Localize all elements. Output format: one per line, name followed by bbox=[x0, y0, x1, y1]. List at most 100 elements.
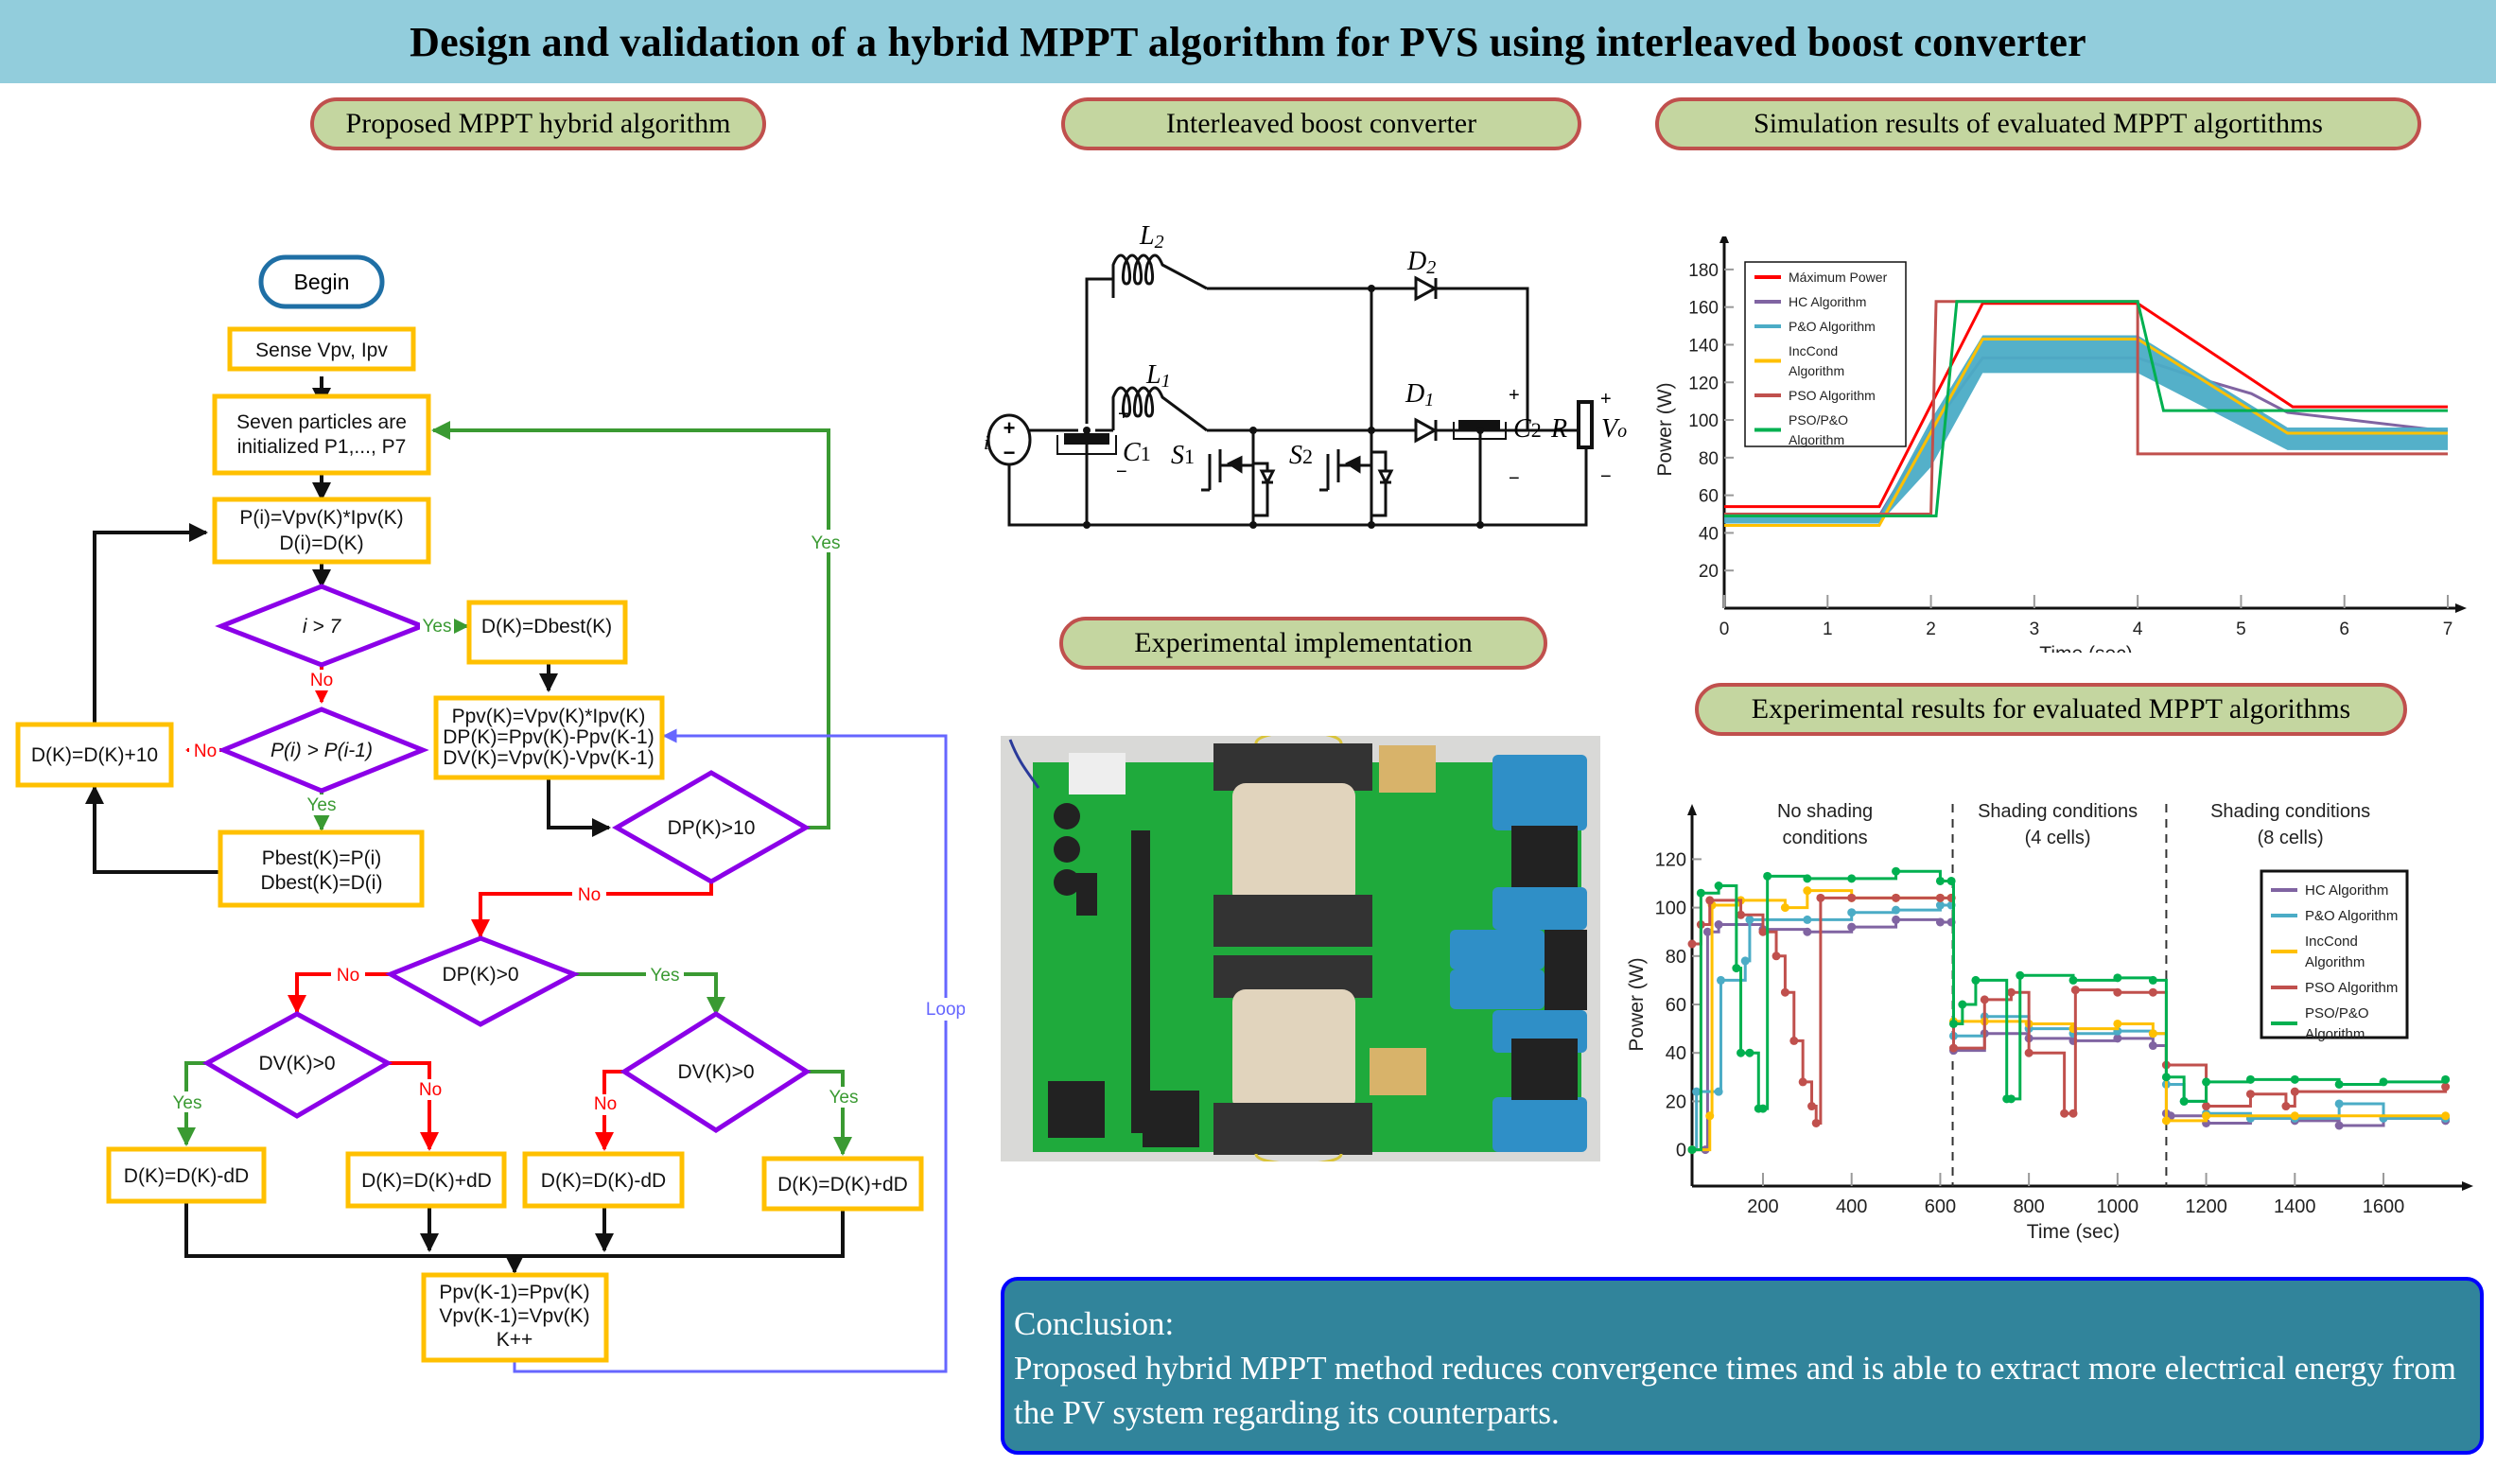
decision-p bbox=[217, 707, 429, 794]
series-line-pso-p-o-algorithm bbox=[1724, 300, 2448, 518]
data-point bbox=[1789, 1036, 1799, 1045]
data-point bbox=[1892, 866, 1901, 876]
region-annotation: (8 cells) bbox=[2258, 828, 2324, 848]
pcb-illustration bbox=[1001, 736, 1600, 1161]
decision-dp10 bbox=[611, 770, 812, 884]
y-tick-label: 120 bbox=[1688, 374, 1719, 393]
legend-label: HC Algorithm bbox=[2305, 882, 2388, 899]
x-tick-label: 1000 bbox=[2097, 1196, 2139, 1217]
section-label-experimental: Experimental results for evaluated MPPT … bbox=[1695, 683, 2407, 736]
legend-label: PSO Algorithm bbox=[2305, 980, 2398, 996]
data-point bbox=[1732, 964, 1741, 973]
data-point bbox=[2161, 1073, 2171, 1082]
data-point bbox=[1758, 1104, 1768, 1113]
calc-label-1: P(i)=Vpv(K)*Ipv(K) bbox=[239, 507, 403, 529]
inductor-L1 bbox=[1111, 386, 1208, 432]
data-point bbox=[1811, 1118, 1821, 1127]
decision-dv-left-label: DV(K)>0 bbox=[258, 1053, 335, 1074]
data-point bbox=[1935, 917, 1945, 927]
data-point bbox=[1758, 927, 1768, 936]
section-label-flowchart: Proposed MPPT hybrid algorithm bbox=[310, 97, 766, 150]
box-b bbox=[345, 1151, 507, 1209]
update-label-1: Ppv(K-1)=Ppv(K) bbox=[439, 1282, 589, 1303]
region-annotation: (4 cells) bbox=[2025, 828, 2091, 848]
inductor-L2 bbox=[1111, 253, 1208, 298]
data-point bbox=[1745, 1048, 1754, 1057]
decision-i-label: i > 7 bbox=[303, 616, 342, 637]
data-point bbox=[1946, 876, 1956, 885]
x-axis-label: Time (sec) bbox=[2039, 643, 2132, 653]
yes-label-dp10: Yes bbox=[812, 533, 841, 553]
conclusion-body: Proposed hybrid MPPT method reduces conv… bbox=[1014, 1350, 2456, 1431]
merge-line bbox=[184, 1201, 845, 1258]
decision-dv-right bbox=[620, 1011, 812, 1133]
data-point bbox=[1816, 893, 1825, 902]
data-point bbox=[2441, 1082, 2451, 1091]
y-tick-label: 100 bbox=[1688, 411, 1719, 431]
yes-label-i: Yes bbox=[423, 617, 452, 637]
data-point bbox=[2202, 1111, 2211, 1121]
data-point bbox=[1892, 893, 1901, 902]
data-point bbox=[1772, 952, 1781, 961]
svg-text:+: + bbox=[1600, 389, 1612, 410]
box-b-label: D(K)=D(K)+dD bbox=[361, 1170, 492, 1192]
x-tick-label: 600 bbox=[1925, 1196, 1956, 1217]
section-label-converter: Interleaved boost converter bbox=[1061, 97, 1581, 150]
switch-S1-icon bbox=[1201, 430, 1276, 525]
data-point bbox=[1716, 975, 1725, 985]
data-point bbox=[1892, 905, 1901, 915]
series-pso-p-o-algorithm bbox=[1687, 866, 2451, 1155]
data-point bbox=[2290, 1111, 2299, 1121]
decision-dp10-label: DP(K)>10 bbox=[668, 817, 756, 839]
inc10-box bbox=[15, 722, 174, 788]
loop-arrow bbox=[513, 728, 948, 1373]
x-tick-label: 5 bbox=[2236, 620, 2246, 639]
x-tick-label: 0 bbox=[1719, 620, 1730, 639]
svg-text:C2: C2 bbox=[1513, 414, 1542, 444]
data-point bbox=[2245, 1074, 2255, 1084]
legend-box bbox=[1744, 261, 1907, 447]
legend-label: Algorithm bbox=[1789, 363, 1844, 378]
data-point bbox=[2290, 1087, 2299, 1096]
data-point bbox=[2334, 1099, 2344, 1109]
data-point bbox=[2334, 1121, 2344, 1130]
sense-label: Sense Vpv, Ipv bbox=[255, 340, 388, 361]
conclusion-box: Conclusion: Proposed hybrid MPPT method … bbox=[1001, 1277, 2484, 1455]
y-tick-label: 180 bbox=[1688, 261, 1719, 281]
x-tick-label: 200 bbox=[1747, 1196, 1778, 1217]
svg-text:S2: S2 bbox=[1289, 441, 1313, 470]
data-point bbox=[1803, 886, 1812, 896]
arrow-dvr-no bbox=[595, 1070, 624, 1151]
y-axis-arrow bbox=[1719, 236, 1729, 243]
arrow-dp10-yes-reinit bbox=[431, 421, 830, 829]
label-L1: L1 bbox=[1145, 360, 1171, 392]
legend-label: HC Algorithm bbox=[1789, 294, 1866, 309]
capacitor-C2-icon: + − C2 bbox=[1453, 385, 1542, 489]
svg-text:C1: C1 bbox=[1123, 438, 1151, 467]
y-tick-label: 20 bbox=[1666, 1091, 1686, 1112]
data-point bbox=[2024, 1048, 2033, 1057]
no-label-dvl: No bbox=[419, 1080, 442, 1100]
prototype-board-photo bbox=[1001, 736, 1600, 1161]
svg-text:+: + bbox=[1509, 385, 1520, 406]
data-point bbox=[2113, 973, 2122, 983]
series-m-ximum-power bbox=[1724, 302, 2448, 509]
svg-text:R: R bbox=[1550, 414, 1567, 444]
page-header: Design and validation of a hybrid MPPT a… bbox=[0, 0, 2496, 83]
data-point bbox=[1847, 874, 1857, 883]
data-point bbox=[2334, 1079, 2344, 1089]
ppv-label-1: Ppv(K)=Vpv(K)*Ipv(K) bbox=[452, 706, 646, 727]
no-label-dp10: No bbox=[578, 885, 601, 905]
box-d-label: D(K)=D(K)+dD bbox=[777, 1174, 908, 1196]
decision-i bbox=[215, 584, 428, 668]
svg-text:+: + bbox=[1004, 416, 1016, 440]
y-tick-label: 40 bbox=[1666, 1043, 1686, 1064]
y-tick-label: 140 bbox=[1688, 336, 1719, 356]
data-point bbox=[2113, 1034, 2122, 1043]
inductor-core-top bbox=[1213, 743, 1372, 947]
arrow-ppv-dp10 bbox=[547, 777, 611, 837]
data-point bbox=[1847, 922, 1857, 932]
data-point bbox=[2148, 1029, 2157, 1039]
y-tick-label: 60 bbox=[1666, 995, 1686, 1016]
data-point bbox=[1737, 910, 1746, 919]
